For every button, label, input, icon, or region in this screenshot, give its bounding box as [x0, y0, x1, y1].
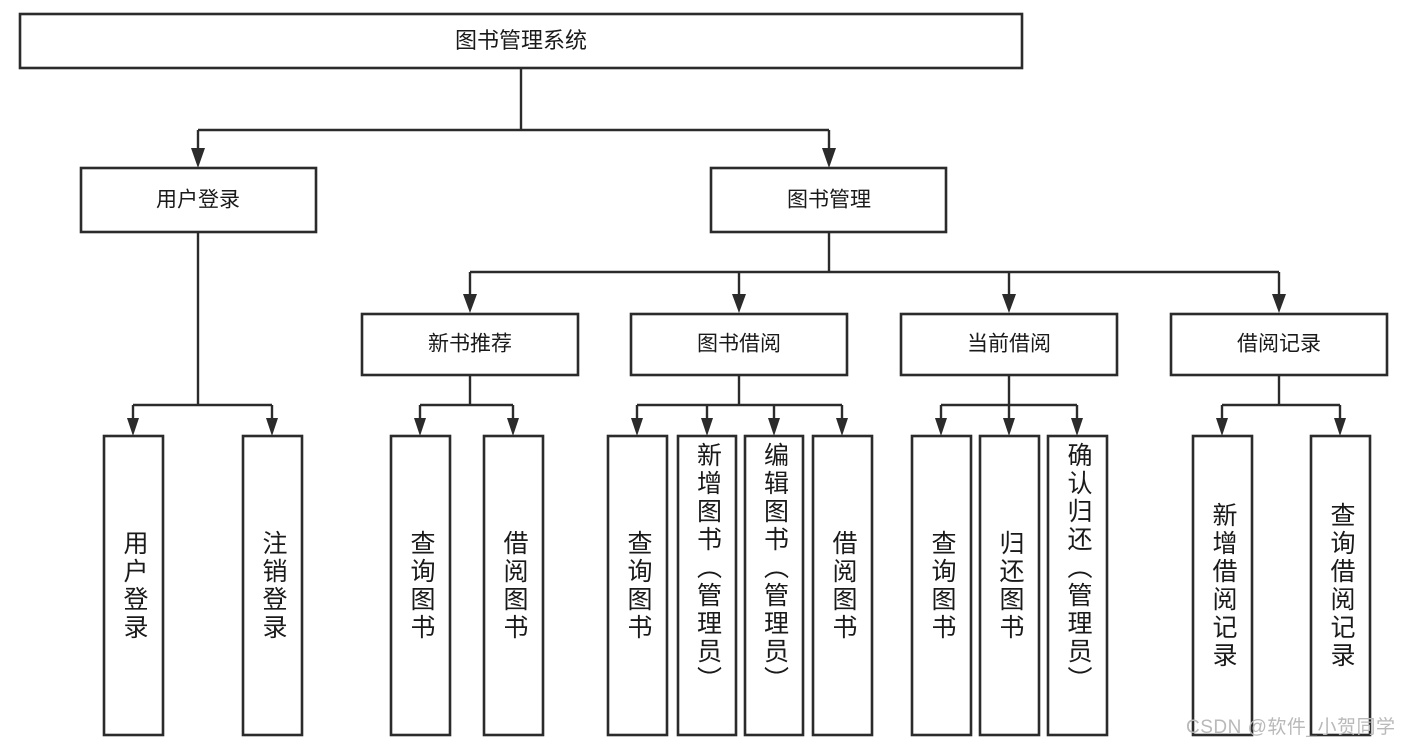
node-current-borrow-label: 当前借阅: [967, 333, 1051, 356]
node-book-borrow[interactable]: 图书借阅: [629, 312, 849, 377]
connector-group-borrow-record-to-leaves: [1216, 375, 1346, 436]
node-user-login[interactable]: 用户登录: [79, 166, 318, 234]
arrowhead-book-borrow: [732, 294, 746, 313]
node-borrow-record-label: 借阅记录: [1237, 333, 1321, 356]
node-new-book-recommend-label: 新书推荐: [428, 333, 512, 356]
arrowhead-leaf-query-book-3: [935, 418, 947, 436]
node-root-system-label: 图书管理系统: [455, 28, 587, 53]
arrowhead-leaf-borrow-book-1: [507, 418, 519, 436]
node-new-book-recommend[interactable]: 新书推荐: [360, 312, 580, 377]
leaf-box-query-record[interactable]: [1309, 434, 1372, 737]
leaf-box-query-book-1[interactable]: [389, 434, 452, 737]
connector-group-book-borrow-to-leaves: [631, 375, 848, 436]
arrowhead-leaf-add-record: [1216, 418, 1228, 436]
csdn-watermark: CSDN @软件_小贺同学: [1186, 717, 1396, 738]
leaf-box-borrow-book-2[interactable]: [811, 434, 874, 737]
node-root-system-box[interactable]: [18, 12, 1024, 70]
node-book-management[interactable]: 图书管理: [709, 166, 948, 234]
leaf-box-borrow-book-1[interactable]: [482, 434, 545, 737]
leaf-box-query-book-2[interactable]: [606, 434, 669, 737]
arrowhead-leaf-confirm-return: [1071, 418, 1083, 436]
arrowhead-leaf-user-login: [127, 418, 139, 436]
leaf-box-logout[interactable]: [241, 434, 304, 737]
arrowhead-leaf-add-book: [701, 418, 713, 436]
node-borrow-record-box[interactable]: [1169, 312, 1389, 377]
node-root-system[interactable]: 图书管理系统: [18, 12, 1024, 70]
leaf-box-confirm-return[interactable]: [1046, 434, 1109, 737]
node-book-borrow-box[interactable]: [629, 312, 849, 377]
connector-group-book-manage-to-level3: [463, 232, 1286, 313]
arrowhead-leaf-query-book-1: [414, 418, 426, 436]
arrowhead-leaf-edit-book: [768, 418, 780, 436]
node-current-borrow-box[interactable]: [899, 312, 1119, 377]
connector-group-root-to-level2: [191, 68, 836, 168]
leaf-box-query-book-3[interactable]: [910, 434, 973, 737]
leaf-box-return-book[interactable]: [978, 434, 1041, 737]
arrowhead-current-borrow: [1002, 294, 1016, 313]
node-current-borrow[interactable]: 当前借阅: [899, 312, 1119, 377]
connector-group-new-book-to-leaves: [414, 375, 519, 436]
node-user-login-box[interactable]: [79, 166, 318, 234]
node-book-management-label: 图书管理: [787, 189, 871, 212]
arrowhead-book-manage: [822, 148, 836, 168]
arrowhead-leaf-borrow-book-2: [836, 418, 848, 436]
node-book-management-box[interactable]: [709, 166, 948, 234]
node-book-borrow-label: 图书借阅: [697, 333, 781, 356]
arrowhead-leaf-query-book-2: [631, 418, 643, 436]
node-user-login-label: 用户登录: [156, 189, 240, 212]
arrowhead-leaf-return-book: [1003, 418, 1015, 436]
leaf-box-add-record[interactable]: [1191, 434, 1254, 737]
arrowhead-leaf-query-record: [1334, 418, 1346, 436]
leaf-box-edit-book[interactable]: [743, 434, 805, 737]
arrowhead-borrow-record: [1272, 294, 1286, 313]
node-borrow-record[interactable]: 借阅记录: [1169, 312, 1389, 377]
connector-group-user-login-to-leaves: [127, 232, 278, 436]
arrowhead-user-login: [191, 148, 205, 168]
connector-group-current-borrow-to-leaves: [935, 375, 1083, 436]
arrowhead-new-book-recommend: [463, 294, 477, 313]
arrowhead-leaf-logout: [266, 418, 278, 436]
node-new-book-recommend-box[interactable]: [360, 312, 580, 377]
leaf-box-add-book[interactable]: [676, 434, 738, 737]
leaf-box-user-login[interactable]: [102, 434, 165, 737]
